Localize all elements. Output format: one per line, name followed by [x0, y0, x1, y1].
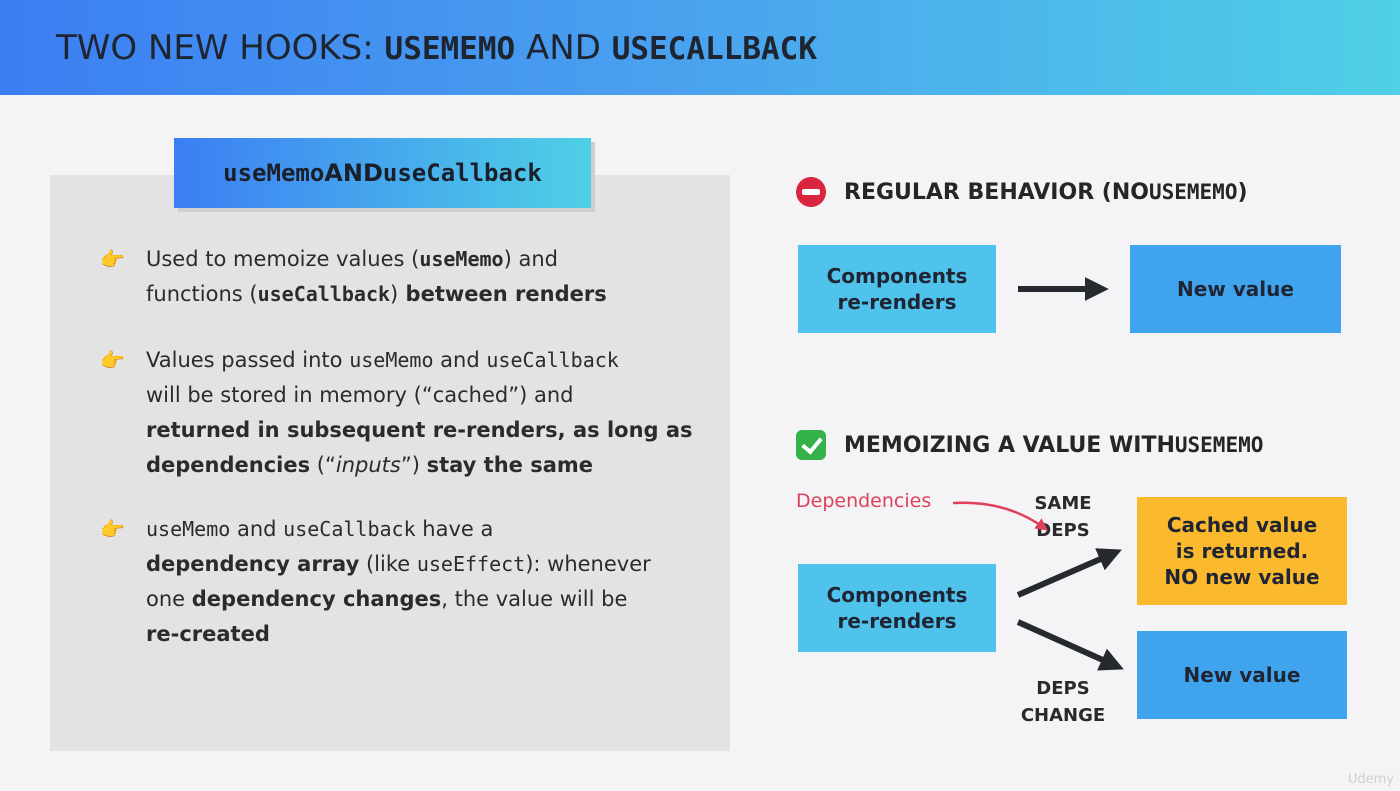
dependencies-label: Dependencies	[796, 490, 932, 512]
no-entry-icon	[796, 177, 826, 207]
memo-new-value-box: New value	[1137, 631, 1347, 719]
pill-code-1: useMemo	[223, 159, 325, 187]
pill-mid: AND	[324, 159, 383, 187]
left-panel	[50, 175, 730, 751]
pointing-hand-icon: 👉	[100, 348, 125, 372]
title-text-1: TWO NEW HOOKS:	[56, 28, 385, 68]
pointing-hand-icon: 👉	[100, 247, 125, 271]
pill-code-2: useCallback	[382, 159, 542, 187]
check-mark-icon	[796, 430, 826, 460]
same-deps-arrow	[1016, 548, 1122, 598]
pointing-hand-icon: 👉	[100, 517, 125, 541]
watermark: Udemy	[1347, 772, 1394, 787]
title-text-2: AND	[515, 28, 612, 68]
regular-behavior-heading: REGULAR BEHAVIOR (NO USEMEMO)	[796, 177, 1248, 207]
deps-change-arrow	[1016, 619, 1124, 671]
regular-target-box: New value	[1130, 245, 1341, 333]
title-code-1: USEMEMO	[384, 31, 516, 67]
header-banner: TWO NEW HOOKS: USEMEMO AND USECALLBACK	[0, 0, 1400, 95]
page-title: TWO NEW HOOKS: USEMEMO AND USECALLBACK	[56, 28, 817, 68]
memoizing-heading: MEMOIZING A VALUE WITH USEMEMO	[796, 430, 1263, 460]
section-pill: useMemo AND useCallback	[174, 138, 591, 208]
title-code-2: USECALLBACK	[611, 31, 817, 67]
